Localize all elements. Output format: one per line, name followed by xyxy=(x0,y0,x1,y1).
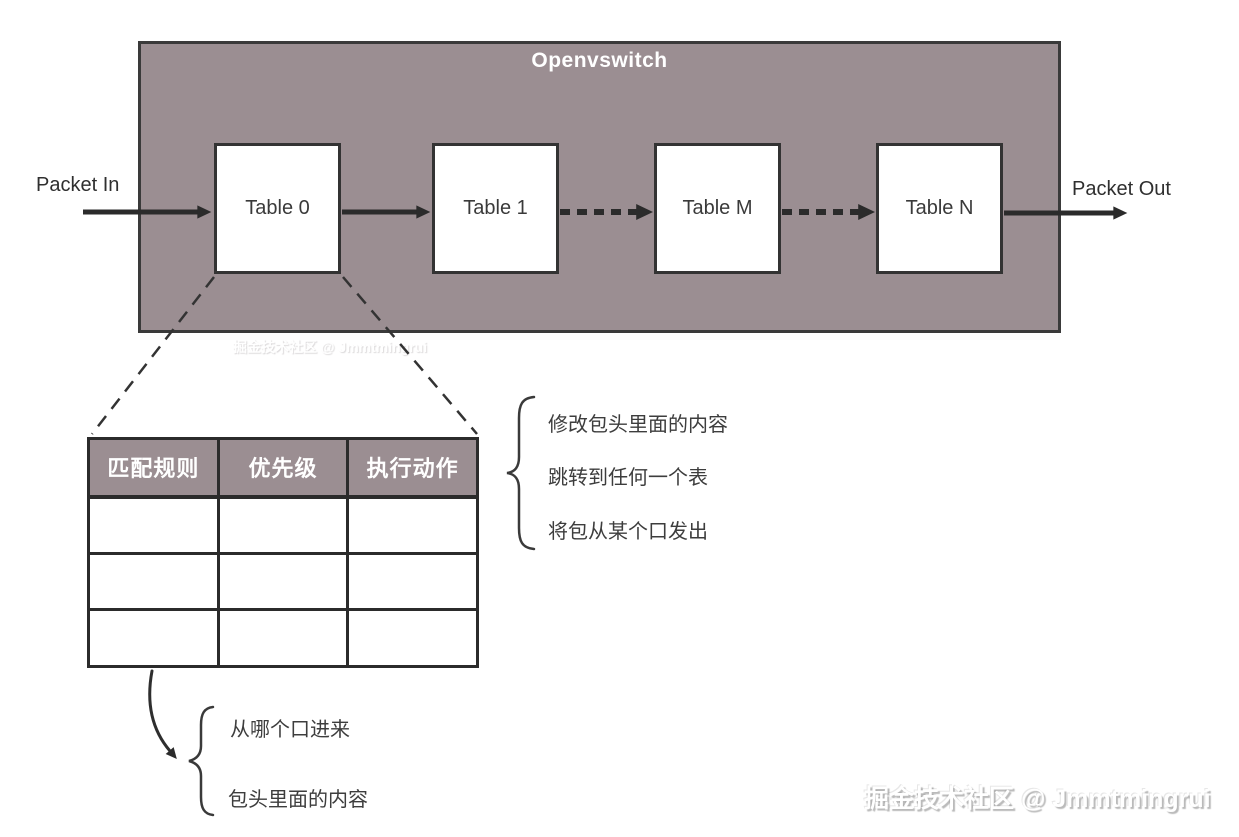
table-0-label: Table 0 xyxy=(245,197,310,219)
panel-title: Openvswitch xyxy=(531,49,668,72)
watermark-faint: 掘金技术社区 @ Jmmtmingrui xyxy=(233,339,428,355)
table-row xyxy=(87,608,479,668)
table-cell xyxy=(216,495,350,555)
packet-in-label: Packet In xyxy=(36,174,120,196)
curly-brace-match xyxy=(188,705,215,817)
flow-table-header-row: 匹配规则 优先级 执行动作 xyxy=(87,437,479,499)
table-row xyxy=(87,495,479,555)
action-note-send-port: 将包从某个口发出 xyxy=(548,521,708,543)
table-cell xyxy=(87,551,220,612)
table-row xyxy=(87,551,479,612)
table-m-label: Table M xyxy=(682,197,753,219)
table-cell xyxy=(346,608,479,668)
table-0-box: Table 0 xyxy=(214,143,341,274)
table-cell xyxy=(87,495,220,555)
flow-rules-table: 匹配规则 优先级 执行动作 xyxy=(87,437,479,668)
table-cell xyxy=(216,608,350,668)
table-1-label: Table 1 xyxy=(463,197,528,219)
table-n-label: Table N xyxy=(905,197,974,219)
action-note-modify-header: 修改包头里面的内容 xyxy=(548,414,728,436)
curved-arrow-match-rules xyxy=(148,669,177,759)
header-priority: 优先级 xyxy=(216,437,350,499)
watermark: 掘金技术社区 @ Jmmtmingrui xyxy=(864,785,1211,813)
curly-brace-actions xyxy=(506,395,536,551)
match-note-ingress-port: 从哪个口进来 xyxy=(230,719,350,741)
table-m-box: Table M xyxy=(654,143,781,274)
action-note-jump-table: 跳转到任何一个表 xyxy=(548,467,708,489)
table-n-box: Table N xyxy=(876,143,1003,274)
match-note-header-content: 包头里面的内容 xyxy=(228,789,368,811)
table-cell xyxy=(216,551,350,612)
header-match-rules: 匹配规则 xyxy=(87,437,220,499)
table-1-box: Table 1 xyxy=(432,143,559,274)
packet-out-label: Packet Out xyxy=(1072,178,1171,200)
table-cell xyxy=(346,495,479,555)
table-cell xyxy=(346,551,479,612)
table-cell xyxy=(87,608,220,668)
header-actions: 执行动作 xyxy=(346,437,479,499)
